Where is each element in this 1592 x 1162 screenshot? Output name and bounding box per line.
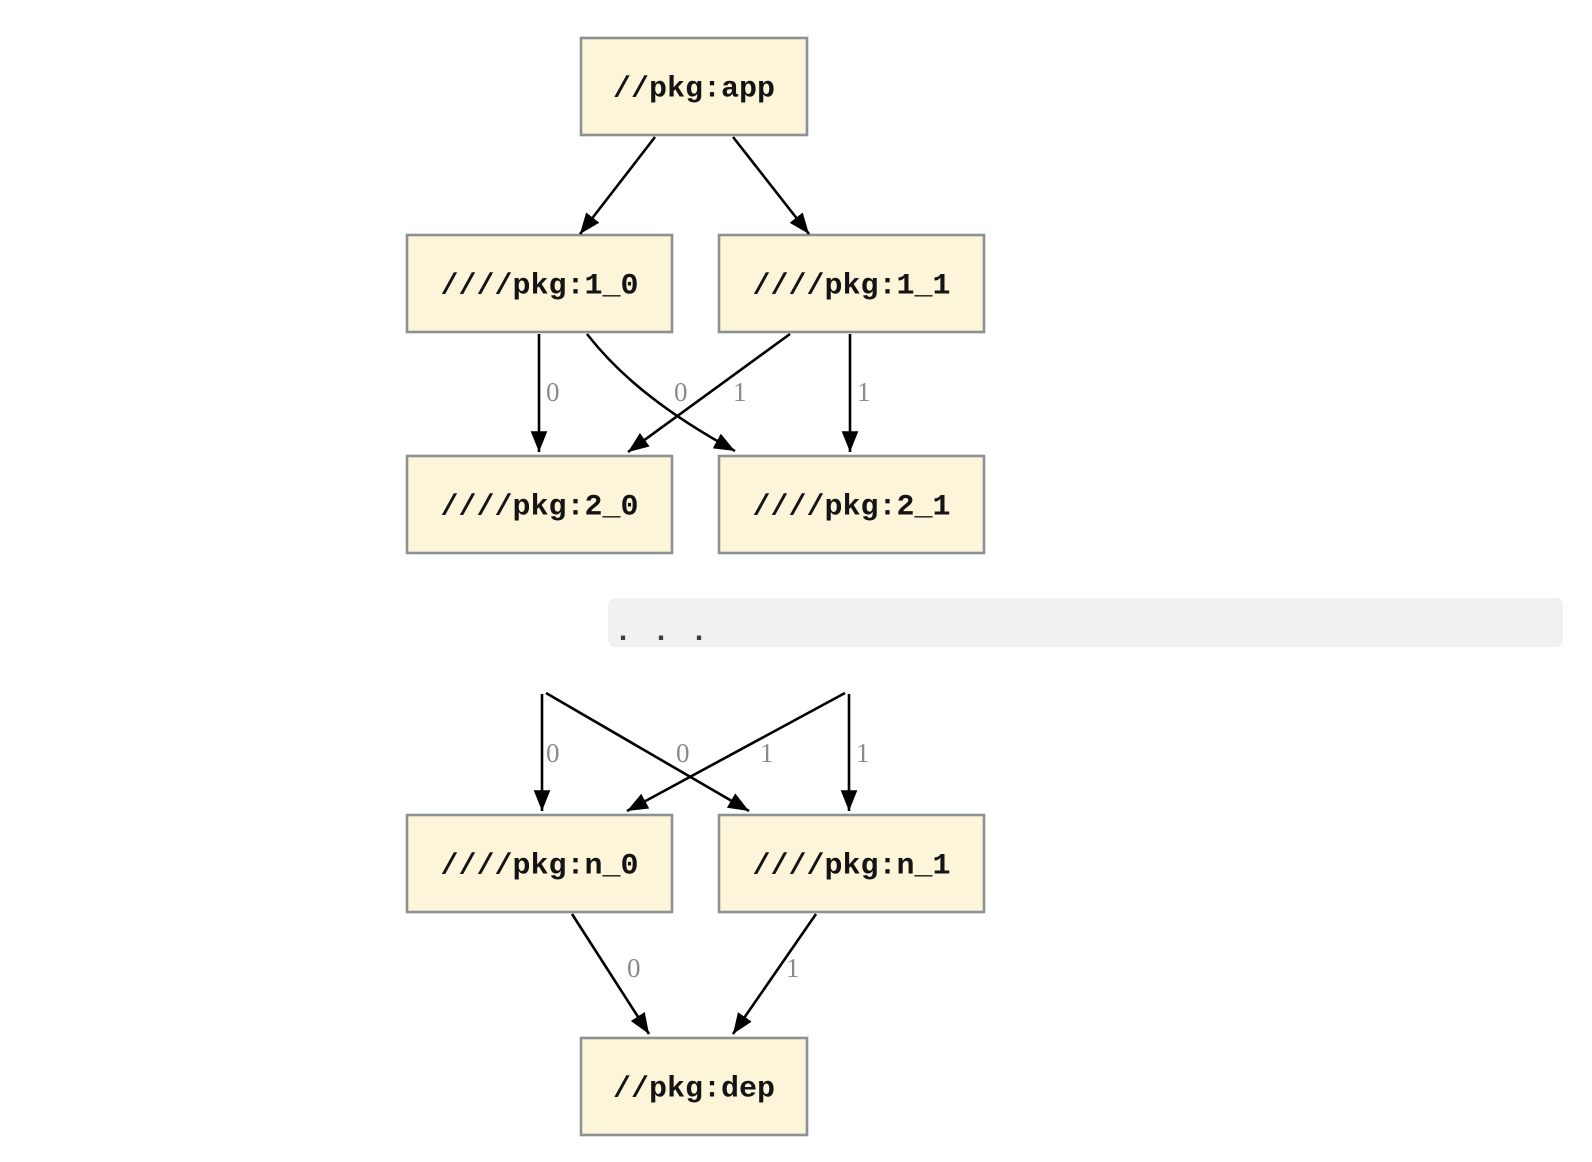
node-2_1: ////pkg:2_1	[717, 454, 986, 555]
edge-n_1-to-dep-label: 1	[786, 953, 800, 983]
edge-1_0-to-2_1-path	[585, 333, 736, 453]
ellipsis-band	[608, 598, 1563, 647]
edge-1_0-to-2_1-label: 1	[733, 377, 747, 407]
node-1_1-label: ////pkg:1_1	[752, 270, 950, 304]
edge-1_1-to-2_0-path	[627, 332, 791, 454]
node-n_0-box	[405, 813, 674, 914]
edge-ellipsis-to-n_1-x-path	[545, 691, 750, 813]
node-n_1-label: ////pkg:n_1	[752, 850, 950, 884]
node-dep: //pkg:dep	[579, 1036, 809, 1137]
edge-n_1-to-dep-path	[731, 913, 818, 1035]
edge-ellipsis-to-n_1-x-label: 1	[760, 738, 774, 768]
node-app-box	[579, 36, 809, 137]
edge-app-to-1_1	[731, 136, 811, 235]
node-n_1-box	[717, 813, 986, 914]
edge-1_1-to-2_0: 0	[627, 332, 791, 454]
edge-n_0-to-dep: 0	[570, 913, 651, 1035]
edge-app-to-1_1-path	[731, 136, 811, 235]
node-2_0-label: ////pkg:2_0	[440, 491, 638, 525]
edge-1_1-to-2_1-label: 1	[857, 377, 871, 407]
node-2_0-box	[405, 454, 674, 555]
edge-1_0-to-2_1: 1	[585, 333, 747, 453]
node-n_0: ////pkg:n_0	[405, 813, 674, 914]
ellipsis-label: . . .	[614, 616, 709, 650]
edge-app-to-1_0-path	[578, 136, 657, 235]
node-app-label: //pkg:app	[613, 73, 775, 107]
node-dep-box	[579, 1036, 809, 1137]
node-n_1: ////pkg:n_1	[717, 813, 986, 914]
edge-ellipsis-to-n_0-label: 0	[546, 738, 560, 768]
edge-app-to-1_0	[578, 136, 657, 235]
edge-1_0-to-2_0-label: 0	[546, 377, 560, 407]
node-1_0: ////pkg:1_0	[405, 233, 674, 334]
edge-ellipsis-to-n_0-x: 0	[626, 691, 846, 813]
edge-ellipsis-to-n_0: 0	[533, 694, 560, 811]
edge-n_0-to-dep-label: 0	[627, 953, 641, 983]
edge-1_1-to-2_0-label: 0	[674, 377, 688, 407]
node-app: //pkg:app	[579, 36, 809, 137]
node-n_0-label: ////pkg:n_0	[440, 850, 638, 884]
node-2_1-label: ////pkg:2_1	[752, 491, 950, 525]
edge-ellipsis-to-n_0-x-path	[626, 691, 846, 813]
edge-ellipsis-to-n_1-label: 1	[856, 738, 870, 768]
node-1_1-box	[717, 233, 986, 334]
edge-ellipsis-to-n_1: 1	[840, 694, 870, 811]
edge-1_0-to-2_0: 0	[530, 334, 560, 452]
node-2_0: ////pkg:2_0	[405, 454, 674, 555]
edge-ellipsis-to-n_1-x: 1	[545, 691, 774, 813]
node-1_1: ////pkg:1_1	[717, 233, 986, 334]
edge-n_0-to-dep-path	[570, 913, 651, 1035]
edge-ellipsis-to-n_0-x-label: 0	[676, 738, 690, 768]
node-1_0-label: ////pkg:1_0	[440, 270, 638, 304]
edge-1_1-to-2_1: 1	[841, 334, 871, 452]
node-2_1-box	[717, 454, 986, 555]
edge-n_1-to-dep: 1	[731, 913, 818, 1035]
node-1_0-box	[405, 233, 674, 334]
node-dep-label: //pkg:dep	[613, 1073, 775, 1107]
